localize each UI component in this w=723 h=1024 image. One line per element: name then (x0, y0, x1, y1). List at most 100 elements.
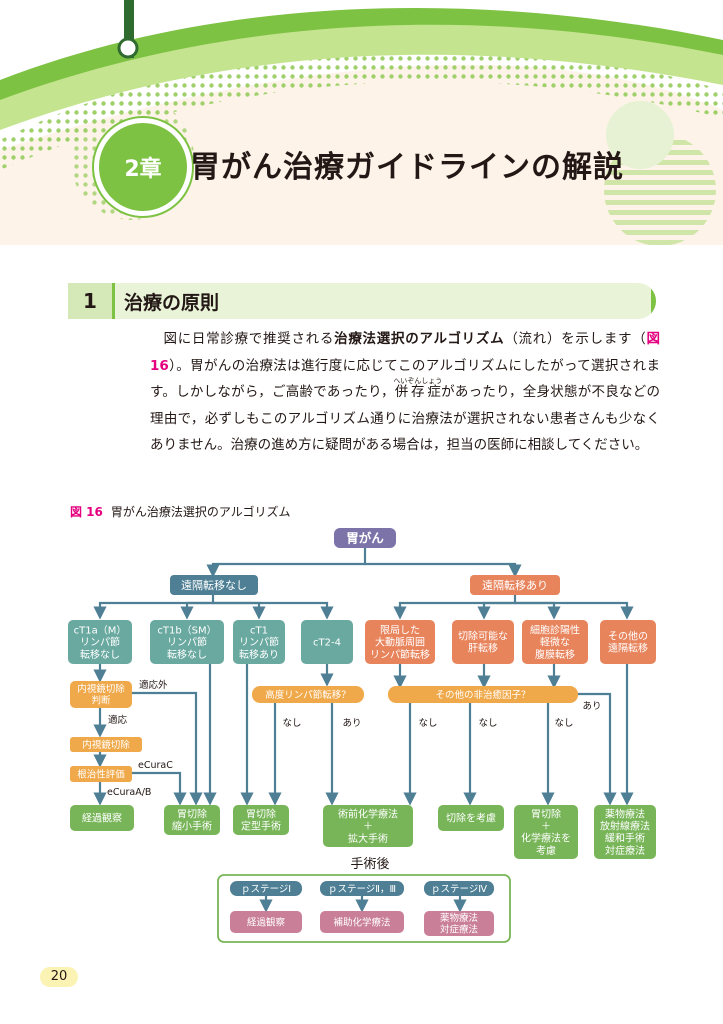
node-outcome-observe-label: 経過観察 (82, 812, 122, 825)
edge-right-d (515, 601, 634, 620)
section-heading: 1 治療の原則 (68, 283, 656, 319)
node-postop-treat-1-label: 経過観察 (247, 916, 286, 928)
node-stage-left-4: cT2-4 (301, 620, 353, 664)
node-postop-stage-3: ｐステージⅣ (424, 881, 494, 896)
body-text-1: 図に日常診療で推奨される (163, 331, 335, 347)
label-factor-no3: なし (554, 718, 573, 729)
node-stage-right-1-label: リンパ節転移 (370, 648, 430, 661)
node-stage-right-1-label: 限局した (380, 624, 420, 636)
node-endo-judge-label: 判断 (91, 695, 111, 707)
node-outcome-gastrectomy-chemo-label: 考慮 (536, 844, 556, 857)
node-stage-left-3-label: cT1 (250, 625, 268, 636)
chapter-header: 2章 胃がん治療ガイドラインの解説 (0, 0, 723, 245)
label-lymph-yes: あり (342, 718, 361, 729)
edge-offindication (130, 691, 203, 806)
postop-frame (217, 874, 511, 943)
edge-left-c (213, 601, 266, 620)
node-stage-right-4-label: その他の (608, 630, 648, 643)
node-outcome-drug-label: 放射線療法 (600, 820, 650, 833)
chapter-badge: 2章 (94, 118, 192, 216)
figure-reference: 図16 (150, 331, 660, 374)
label-ecurac: eCuraC (138, 760, 173, 771)
node-outcome-drug-label: 対症療法 (605, 844, 645, 857)
node-stage-right-3-label: 軽微な (540, 636, 570, 649)
node-stage-left-2-label: cT1b（SM） (157, 624, 216, 636)
edge-root-branches (206, 547, 367, 578)
node-outcome-neoadjuvant-label: ＋ (363, 822, 373, 833)
node-postop-treat-3-label: 薬物療法 (440, 912, 478, 924)
node-stage-left-1-label: 転移なし (80, 648, 120, 661)
edge-root-right (365, 562, 522, 578)
page-number: 20 (40, 967, 78, 987)
label-postop-title: 手術後 (350, 857, 389, 872)
node-metastasis: 遠隔転移あり (470, 575, 560, 595)
header-decoration (0, 0, 723, 245)
node-postop-treat-3-label: 対症療法 (440, 924, 478, 936)
node-postop-stage-1: ｐステージⅠ (230, 881, 302, 896)
node-stage-left-4-label: cT2-4 (313, 638, 341, 649)
figure-title: 胃がん治療法選択のアルゴリズム (110, 505, 291, 519)
body-text-4: があったり，全身状態が不良などの理由で，必ずしもこのアルゴリズム通りに治療法が選… (150, 384, 660, 453)
node-stage-left-3-label: 転移あり (239, 648, 279, 661)
node-outcome-resection-label: 切除を考慮 (446, 812, 496, 825)
node-endo-resect-label: 内視鏡切除 (82, 739, 130, 751)
algorithm-diagram: 胃がん遠隔転移なし遠隔転移ありcT1a（M）リンパ節転移なしcT1b（SM）リン… (68, 528, 656, 943)
node-postop-treat-2-label: 補助化学療法 (333, 916, 390, 928)
edge-left-d (213, 601, 334, 620)
node-outcome-observe: 経過観察 (70, 805, 134, 831)
edge-right-c (515, 601, 561, 620)
node-postop-stage-1-label: ｐステージⅠ (241, 884, 291, 895)
node-outcome-neoadjuvant-label: 拡大手術 (348, 832, 388, 845)
node-no-metastasis: 遠隔転移なし (170, 575, 258, 595)
node-curative-eval-label: 根治性評価 (77, 768, 125, 780)
label-factor-no1: なし (418, 718, 437, 729)
edge-right-b (477, 601, 515, 620)
node-outcome-resection: 切除を考慮 (438, 805, 504, 831)
figure-caption: 図 16 胃がん治療法選択のアルゴリズム (70, 503, 291, 520)
node-stage-right-4-label: 遠隔転移 (608, 642, 648, 655)
node-postop-stage-2-label: ｐステージⅡ，Ⅲ (328, 884, 396, 895)
node-lymph-high: 高度リンパ節転移？ (252, 686, 364, 703)
body-text-3: ）。胃がんの治療法は進行度に応じてこのアルゴリズムにしたがって選択されます。しか… (150, 357, 660, 401)
node-stage-left-1-label: リンパ節 (80, 636, 120, 649)
label-off-indication: 適応外 (139, 679, 168, 691)
node-stage-right-3-label: 細胞診陽性 (530, 623, 580, 636)
node-stage-left-2-label: 転移なし (167, 648, 207, 661)
node-postop-treat-1: 経過観察 (230, 911, 302, 933)
node-stage-left-3-label: リンパ節 (239, 636, 279, 649)
node-stage-right-3-label: 腹膜転移 (535, 648, 575, 661)
node-outcome-neoadjuvant-label: 術前化学療法 (338, 807, 398, 820)
ruby-comorbidity: 併存症へいぞんしょう (393, 377, 442, 400)
edge-left-b (180, 601, 213, 620)
body-paragraph: 図に日常診療で推奨される治療法選択のアルゴリズム（流れ）を示します（図16）。胃… (150, 326, 660, 459)
section-title: 治療の原則 (124, 292, 220, 314)
node-stage-right-1-label: 大動脈周囲 (375, 636, 425, 649)
node-outcome-neoadjuvant: 術前化学療法 ＋拡大手術 (323, 805, 413, 847)
label-ecuraab: eCuraA/B (107, 787, 151, 798)
node-postop-treat-2: 補助化学療法 (320, 911, 404, 933)
label-factor-no2: なし (478, 718, 497, 729)
node-outcome-standard-label: 定型手術 (241, 820, 281, 833)
figure-label: 図 16 (70, 505, 103, 519)
node-outcome-gastrectomy-chemo-label: ＋ (541, 822, 551, 833)
node-postop-stage-2: ｐステージⅡ，Ⅲ (320, 881, 404, 896)
node-stage-left-2-label: リンパ節 (167, 636, 207, 649)
node-other-factors: その他の非治癒因子？ (388, 686, 578, 703)
section-tail (651, 283, 656, 319)
node-curative-eval: 根治性評価 (70, 766, 132, 782)
node-outcome-reduced-label: 胃切除 (177, 808, 207, 821)
node-metastasis-label: 遠隔転移あり (482, 579, 548, 592)
node-root-label: 胃がん (346, 531, 384, 546)
node-outcome-gastrectomy-chemo-label: 化学療法を (521, 832, 571, 845)
label-factor-yes: あり (582, 701, 601, 712)
edge-factor-yes (578, 692, 617, 806)
